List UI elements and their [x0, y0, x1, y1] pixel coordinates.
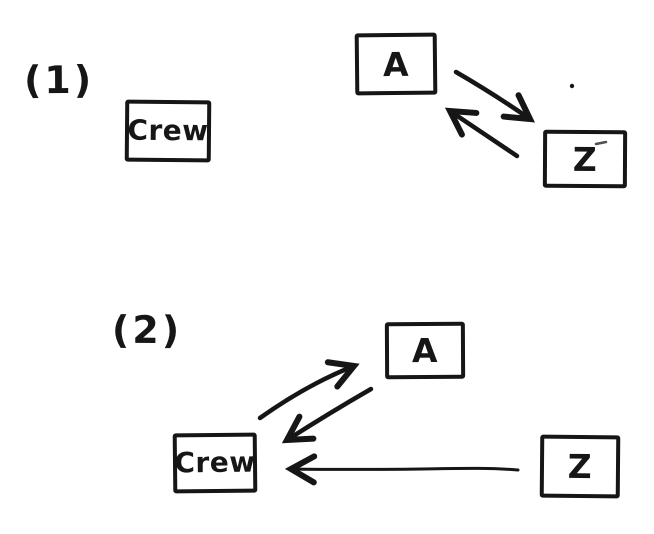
node-z-fig2: Z — [539, 434, 621, 499]
node-z-fig2-text: Z — [567, 446, 593, 487]
arrow-crew-to-a-fig2 — [257, 359, 360, 421]
node-a-fig1-text: A — [382, 44, 410, 84]
node-a-fig2-text: A — [411, 330, 439, 371]
node-crew-fig2: Crew — [172, 432, 258, 494]
arrow-a-to-crew-fig2 — [281, 386, 374, 444]
node-crew-fig2-text: Crew — [174, 445, 256, 480]
arrow-z-to-crew-fig2 — [284, 453, 520, 486]
node-crew-fig1-text: Crew — [127, 113, 209, 148]
ink-speck-dash — [594, 140, 608, 146]
arrow-z-to-a-fig1 — [444, 107, 520, 159]
node-a-fig1: A — [354, 32, 438, 96]
node-crew-fig1: Crew — [124, 99, 212, 163]
node-z-fig1: Z — [542, 129, 628, 189]
figure-2-label: (2) — [111, 307, 183, 353]
ink-speck — [569, 83, 575, 89]
node-z-fig1-text: Z — [572, 139, 598, 179]
figure-1-label: (1) — [23, 57, 95, 103]
arrow-a-to-z-fig1 — [453, 69, 536, 123]
node-a-fig2: A — [384, 321, 466, 380]
